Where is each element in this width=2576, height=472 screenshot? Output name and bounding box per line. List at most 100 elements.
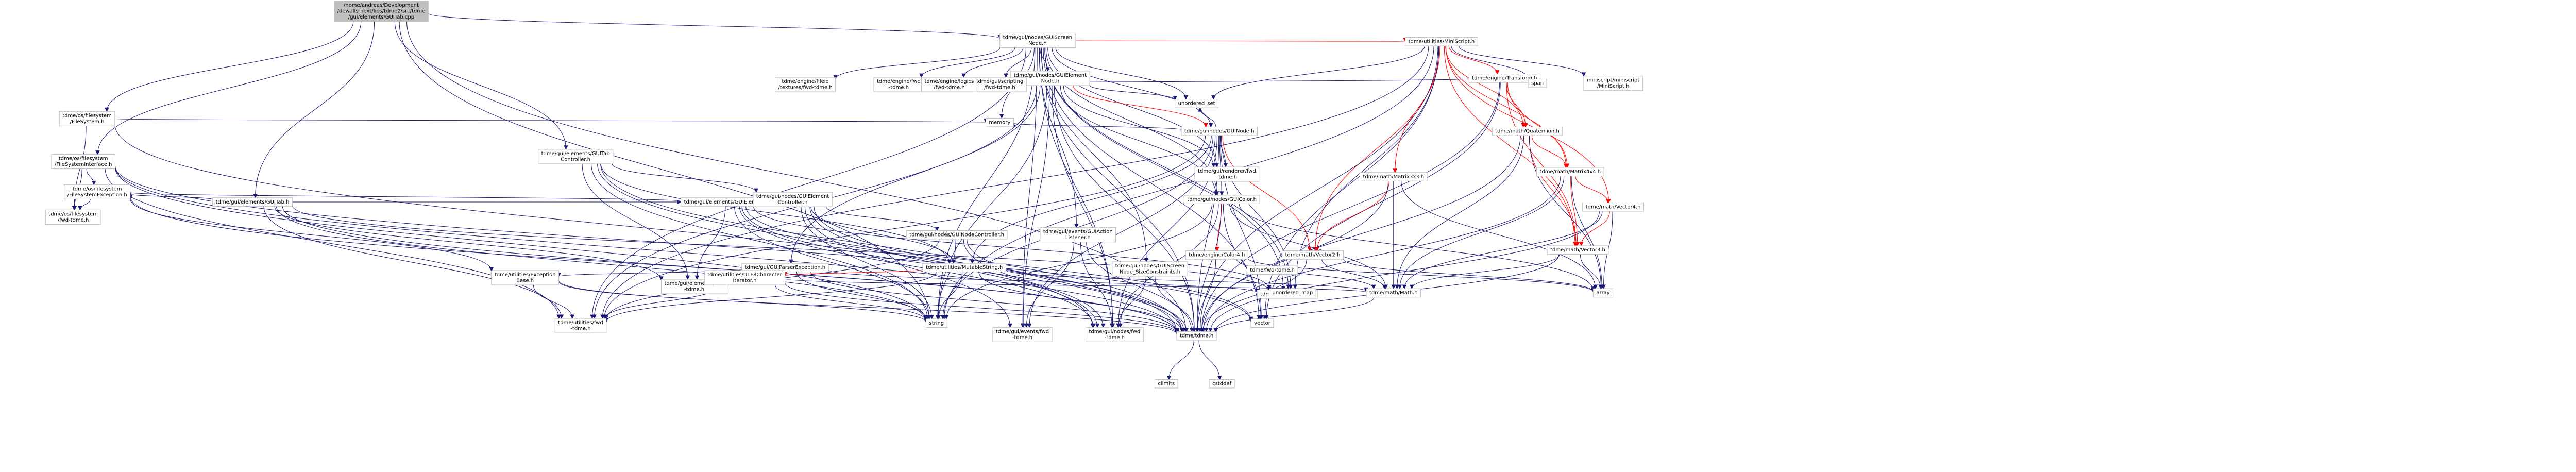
graph-node-sp_span[interactable]: span: [1528, 78, 1547, 88]
graph-node-vec2[interactable]: tdme/math/Vector2.h: [1282, 250, 1344, 260]
edge-mat33-to-sp_array: [1401, 181, 1598, 290]
node-box: [1112, 261, 1188, 277]
node-label-line: tdme/os/filesystem: [48, 211, 98, 217]
graph-node-guinode[interactable]: tdme/gui/nodes/GUINode.h: [1181, 127, 1258, 136]
graph-node-sp_map[interactable]: unordered_map: [1268, 288, 1316, 298]
edge-line: [1206, 176, 1561, 332]
edge-arrowhead: [1264, 315, 1269, 320]
node-box: [986, 117, 1014, 127]
edge-guielnode-to-sp_set: [1089, 85, 1177, 100]
graph-node-engmini[interactable]: tdme/utilities/MiniScript.h: [1405, 37, 1478, 46]
edge-line: [1201, 82, 1500, 332]
node-label-line: tdme/engine/Color4.h: [1189, 252, 1245, 258]
edge-line: [597, 163, 1093, 328]
edge-guiscreen-to-guinode: [1052, 47, 1213, 128]
graph-node-mat44[interactable]: tdme/math/Matrix4x4.h: [1536, 167, 1604, 176]
graph-node-ufsi[interactable]: tdme/os/filesystem/FileSystemInterface.h: [51, 154, 116, 170]
graph-node-minisimple[interactable]: miniscript/miniscript/MiniScript.h: [1583, 76, 1643, 91]
graph-node-nodesfwd[interactable]: tdme/gui/nodes/fwd-tdme.h: [1085, 327, 1144, 342]
graph-node-engfwd[interactable]: tdme/engine/fwd-tdme.h: [873, 77, 924, 92]
edge-line: [1073, 85, 1206, 127]
edge-guielctl-to-evfwd: [804, 207, 1012, 328]
node-label-line: array: [1596, 290, 1609, 296]
edge-guielnode-to-guinode: [1073, 85, 1208, 128]
edge-arrowhead: [78, 206, 82, 211]
edge-guielemh-to-guielemfwd: [694, 206, 726, 280]
graph-node-fsx[interactable]: tdme/os/filesystem/FileSystemException.h: [64, 184, 131, 199]
edge-guinode-to-sp_set: [1198, 107, 1216, 127]
graph-node-sp_string[interactable]: string: [926, 318, 947, 328]
graph-node-color4[interactable]: tdme/engine/Color4.h: [1185, 250, 1248, 260]
edge-arrowhead: [1395, 284, 1399, 290]
edge-arrowhead: [936, 315, 941, 320]
edge-arrowhead: [592, 314, 597, 319]
node-box: [1583, 76, 1643, 91]
edge-engmini-to-vec4: [1445, 46, 1611, 204]
edge-line: [558, 280, 1177, 334]
graph-node-sp_array[interactable]: array: [1592, 288, 1614, 298]
graph-node-sp_cstddef[interactable]: cstddef: [1209, 379, 1235, 389]
edge-arrowhead: [489, 267, 494, 272]
graph-node-vec4[interactable]: tdme/math/Vector4.h: [1582, 203, 1644, 212]
graph-node-sp_climits[interactable]: climits: [1154, 379, 1178, 389]
graph-node-tdmeh[interactable]: tdme/tdme.h: [1176, 331, 1217, 341]
graph-node-sp_memory[interactable]: memory: [986, 117, 1014, 127]
node-box: [1268, 288, 1316, 298]
node-label-line: memory: [989, 120, 1011, 125]
node-label-line: Node_SizeConstraints.h: [1120, 269, 1180, 275]
graph-node-sp_fwdtdme[interactable]: tdme/fwd-tdme.h: [1246, 265, 1298, 275]
graph-node-sp_vector[interactable]: vector: [1250, 318, 1274, 328]
edge-line: [1507, 82, 1568, 167]
node-label-line: tdme/gui/nodes/GUIScreen: [1003, 35, 1072, 40]
edge-line: [606, 272, 937, 322]
graph-node-quat[interactable]: tdme/math/Quaternion.h: [1492, 127, 1563, 136]
graph-node-logicfwd[interactable]: tdme/engine/logics/fwd-tdme.h: [921, 77, 977, 92]
graph-node-guicolor[interactable]: tdme/gui/nodes/GUIColor.h: [1183, 195, 1260, 204]
graph-node-guimodctl[interactable]: tdme/gui/nodes/GUINodeController.h: [906, 230, 1008, 240]
edge-guinode-to-mutstr: [970, 136, 1212, 264]
graph-node-transform[interactable]: tdme/engine/Transform.h: [1468, 74, 1541, 83]
graph-node-mat33[interactable]: tdme/math/Matrix3x3.h: [1359, 172, 1428, 181]
graph-node-utilfwd[interactable]: tdme/utilities/fwd-tdme.h: [554, 318, 607, 333]
edge-arrowhead: [1402, 284, 1407, 290]
edge-engmini-to-utilfwd: [600, 46, 1429, 319]
edge-fsx-to-excbase: [130, 198, 494, 272]
node-label-line: tdme/gui/renderer/fwd: [1198, 168, 1256, 174]
edge-arrowhead: [1191, 327, 1196, 332]
graph-node-renderfwd[interactable]: tdme/gui/renderer/fwd-tdme.h: [1194, 166, 1260, 182]
graph-node-ufs[interactable]: tdme/os/filesystem/FileSystem.h: [59, 111, 115, 126]
graph-node-guitabh[interactable]: tdme/gui/elements/GUITab.h: [212, 197, 293, 207]
edge-line: [796, 272, 927, 319]
node-label-line: tdme/math/Vector4.h: [1586, 205, 1641, 210]
graph-node-sp_set[interactable]: unordered_set: [1175, 99, 1219, 108]
node-box: [1181, 127, 1258, 136]
edge-line: [1529, 136, 1577, 246]
edge-line: [582, 163, 688, 280]
graph-node-engfwdfx[interactable]: tdme/engine/fileio/textures/fwd-tdme.h: [774, 77, 836, 92]
edge-guielemh-to-nodesfwd: [739, 206, 1096, 328]
graph-node-mutstr[interactable]: tdme/utilities/MutableString.h: [922, 263, 1006, 273]
node-label-line: tdme/tdme.h: [1180, 333, 1213, 339]
edge-line: [276, 206, 927, 322]
node-label-line: tdme/gui/elements/GUITab.h: [216, 199, 290, 205]
edge-arrowhead: [1024, 323, 1029, 328]
graph-node-fsfwd[interactable]: tdme/os/filesystem/fwd-tdme.h: [45, 209, 101, 225]
graph-node-sizecon[interactable]: tdme/gui/nodes/GUIScreenNode_SizeConstra…: [1112, 261, 1188, 277]
graph-node-evfwd[interactable]: tdme/gui/events/fwd-tdme.h: [992, 327, 1053, 342]
edge-line: [1203, 136, 1521, 332]
edge-ufsi-to-sp_string: [115, 167, 928, 322]
graph-node-scrfwd[interactable]: tdme/gui/scripting/fwd-tdme.h: [973, 77, 1027, 92]
edge-line: [963, 47, 1024, 78]
graph-node-math[interactable]: tdme/math/Math.h: [1366, 288, 1421, 298]
edge-arrowhead: [1215, 247, 1219, 251]
graph-node-vec3[interactable]: tdme/math/Vector3.h: [1547, 245, 1609, 255]
edge-mat44-to-vec4: [1575, 176, 1611, 204]
graph-node-root[interactable]: /home/andreas/Development/dewalls-next/l…: [334, 1, 429, 22]
edge-engmini-to-mat44: [1445, 46, 1568, 168]
